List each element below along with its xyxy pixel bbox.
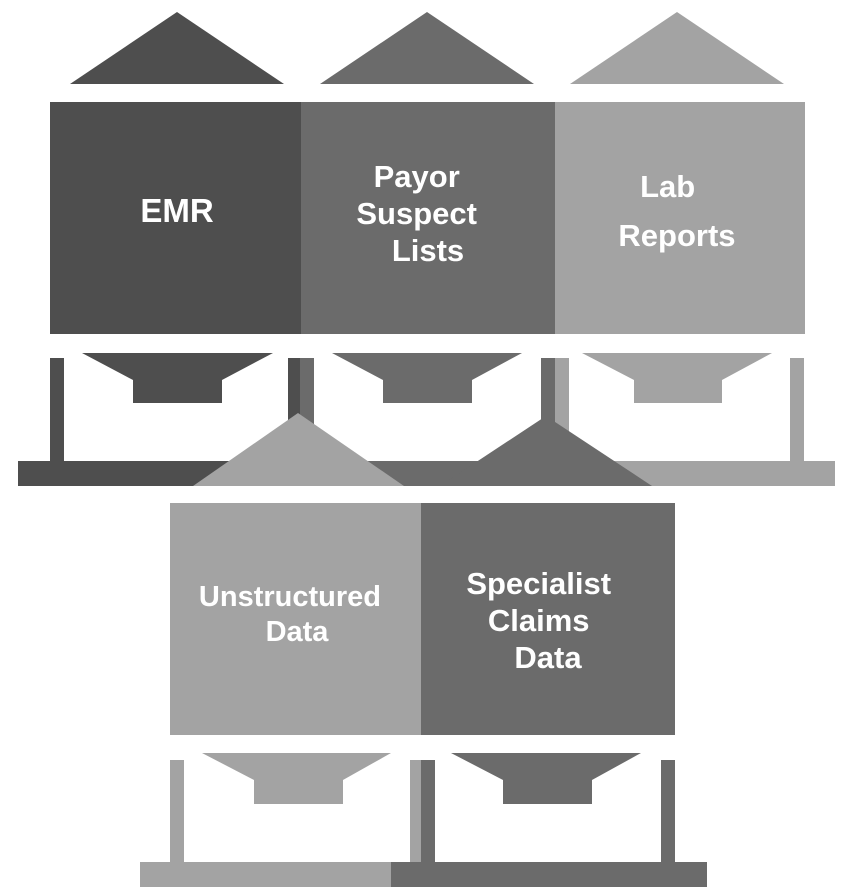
silo-leg-left [170, 760, 184, 863]
silo-label-line: Unstructured [199, 581, 381, 613]
silo-base-unstructured-data [140, 753, 424, 887]
silo-unstructured-data: Unstructured Data [170, 413, 422, 735]
silo-label: EMR [140, 192, 214, 229]
silo-body [50, 102, 301, 334]
silo-emr: EMR [50, 12, 301, 334]
silo-label: Payor Suspect Lists [356, 159, 485, 268]
silo-label-line: Reports [618, 218, 735, 253]
silo-roof [193, 413, 404, 486]
silo-label: Lab Reports [618, 169, 735, 253]
silo-label-line: Payor [374, 159, 460, 194]
silo-hopper [202, 753, 391, 804]
silo-label-line: Claims [488, 603, 590, 638]
silo-roof [440, 416, 652, 486]
silo-roof [570, 12, 784, 84]
silo-base-bar [391, 862, 707, 887]
silo-roof [320, 12, 534, 84]
silo-label-line: Lab [640, 169, 695, 204]
silo-hopper [332, 353, 522, 403]
silo-label-line: Data [514, 640, 582, 675]
silo-label-line: Data [266, 616, 330, 648]
silo-hopper [451, 753, 641, 804]
silo-body [555, 102, 805, 334]
silo-leg-left [421, 760, 435, 863]
silo-label: Unstructured Data [199, 581, 389, 648]
silo-label-line: Suspect [356, 196, 477, 231]
silo-label: Specialist Claims Data [466, 566, 619, 675]
silo-lab-reports: Lab Reports [555, 12, 805, 334]
silo-base-bar [140, 862, 391, 887]
silo-label-line: Lists [392, 233, 464, 268]
silo-label-line: EMR [140, 192, 214, 229]
silo-hopper [582, 353, 772, 403]
silo-leg-right [790, 358, 804, 462]
silo-hopper [82, 353, 273, 403]
silo-body [301, 102, 555, 334]
silo-specialist-claims-data: Specialist Claims Data [421, 416, 675, 735]
silo-roof [70, 12, 284, 84]
silo-body [170, 503, 422, 735]
silo-body [421, 503, 675, 735]
silo-payor-suspect-lists: Payor Suspect Lists [301, 12, 555, 334]
silo-base-specialist-claims-data [391, 753, 707, 887]
silo-leg-right [661, 760, 675, 863]
silo-leg-left [50, 358, 64, 462]
silo-leg-right [410, 760, 424, 863]
silo-label-line: Specialist [466, 566, 611, 601]
